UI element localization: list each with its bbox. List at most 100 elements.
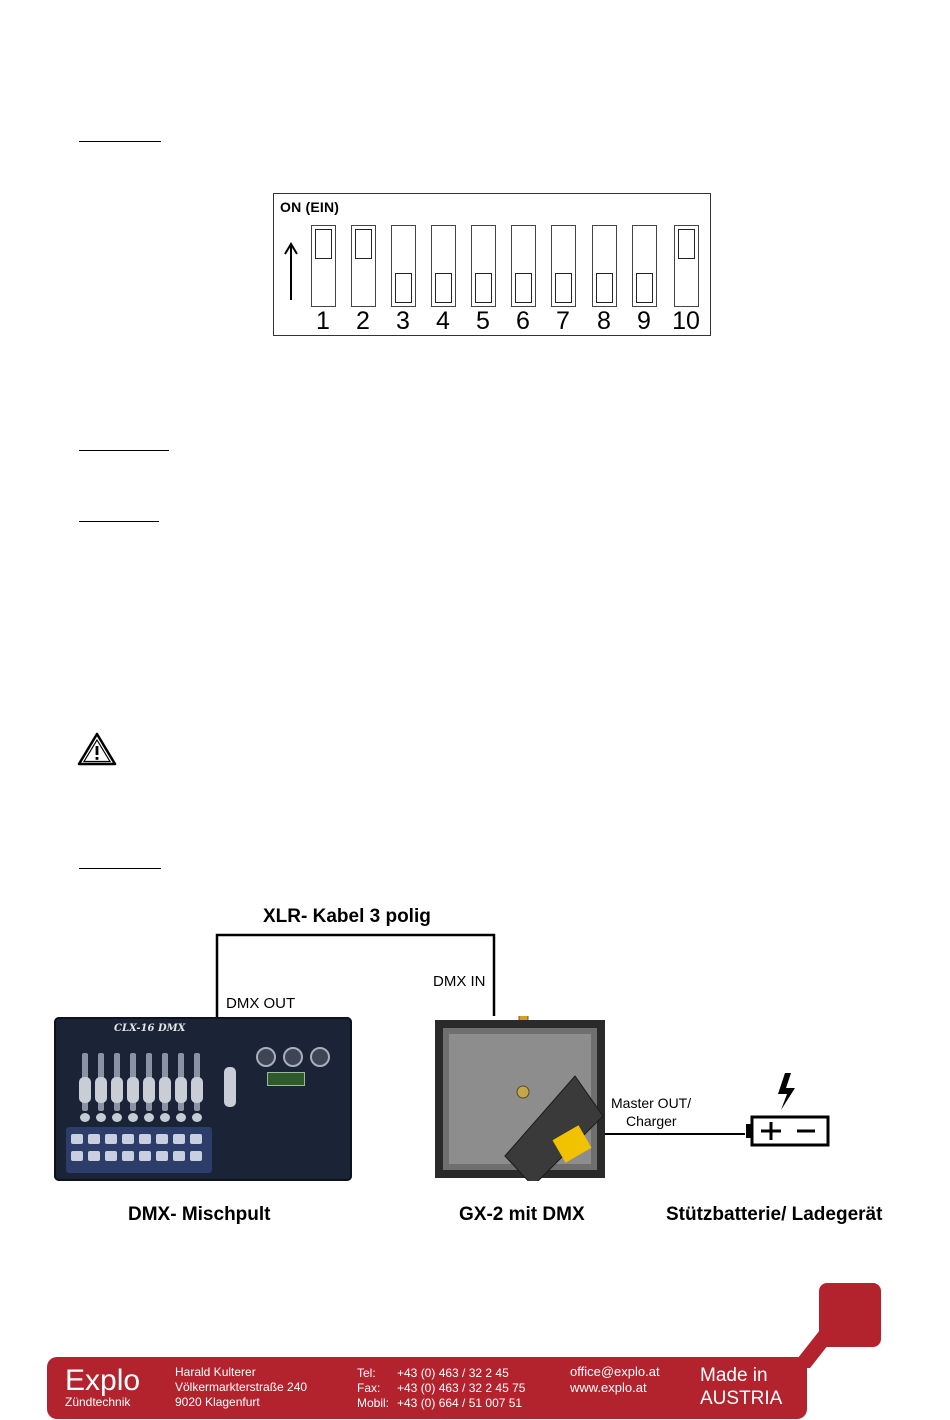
mixer-button: [192, 1113, 202, 1122]
gx2-device-image: [435, 1016, 605, 1181]
mixer-fader-cap: [175, 1077, 187, 1103]
dmx-out-label: DMX OUT: [226, 995, 296, 1012]
switch-number: 9: [637, 307, 651, 335]
mixer-button: [96, 1113, 106, 1122]
footer-website: www.explo.at: [570, 1380, 647, 1395]
footer-brand-sub: Zündtechnik: [65, 1395, 131, 1409]
mixer-pad: [190, 1134, 202, 1144]
mixer-pad: [173, 1134, 185, 1144]
dip-switch-4: [431, 225, 456, 307]
charger-label: Charger: [626, 1113, 677, 1129]
footer-bar: [47, 1357, 807, 1419]
mixer-pad: [156, 1134, 168, 1144]
footer-address-line: Völkermarkterstraße 240: [175, 1380, 308, 1394]
mixer-knob: [283, 1047, 303, 1067]
mixer-button: [176, 1113, 186, 1122]
mixer-pad: [190, 1151, 202, 1161]
caption-battery: Stützbatterie/ Ladegerät: [666, 1204, 883, 1225]
dmx-in-label: DMX IN: [433, 973, 486, 990]
up-arrow-icon: [284, 242, 298, 300]
mixer-fader-cap: [191, 1077, 203, 1103]
switch-number: 8: [597, 307, 611, 335]
mixer-brand: CLX-16 DMX: [114, 1023, 186, 1034]
mixer-pad: [122, 1151, 134, 1161]
caption-mixer: DMX- Mischpult: [128, 1204, 271, 1225]
footer-austria: AUSTRIA: [700, 1388, 783, 1409]
mixer-fader-cap: [95, 1077, 107, 1103]
switch-number: 4: [436, 307, 450, 335]
mixer-button: [160, 1113, 170, 1122]
on-label: ON (EIN): [280, 199, 340, 215]
mixer-button: [144, 1113, 154, 1122]
footer-phone-label: Mobil:: [357, 1396, 390, 1410]
dip-switch-8: [592, 225, 617, 307]
switch-knob: [395, 273, 412, 303]
mixer-master-fader: [224, 1067, 236, 1107]
footer-phone-value: +43 (0) 664 / 51 007 51: [397, 1396, 523, 1410]
footer-email: office@explo.at: [570, 1364, 660, 1379]
footer-phone-label: Tel:: [357, 1366, 376, 1380]
mixer-pad: [105, 1151, 117, 1161]
heading-rule-2: [79, 450, 169, 451]
switch-knob: [636, 273, 653, 303]
dip-switch-5: [471, 225, 496, 307]
dip-switch-7: [551, 225, 576, 307]
footer-brand: Explo: [65, 1364, 141, 1397]
heading-rule-3: [79, 521, 159, 522]
mixer-pad: [105, 1134, 117, 1144]
mixer-pad: [71, 1134, 83, 1144]
switch-knob: [475, 273, 492, 303]
switch-knob: [355, 229, 372, 259]
mixer-fader-cap: [79, 1077, 91, 1103]
footer-made-in: Made in: [700, 1365, 768, 1386]
tab-connector: [790, 1330, 840, 1368]
dip-switch-10: [674, 225, 699, 307]
switch-knob: [515, 273, 532, 303]
mixer-button: [112, 1113, 122, 1122]
cable-label: XLR- Kabel 3 polig: [263, 906, 431, 927]
mixer-fader-cap: [127, 1077, 139, 1103]
mixer-pad: [139, 1151, 151, 1161]
mixer-knob: [310, 1047, 330, 1067]
mixer-display: [267, 1072, 305, 1086]
dip-switch-6: [511, 225, 536, 307]
footer-phone-value: +43 (0) 463 / 32 2 45 75: [397, 1381, 526, 1395]
switch-number: 3: [396, 307, 410, 335]
footer-phone-value: +43 (0) 463 / 32 2 45: [397, 1366, 509, 1380]
master-out-label: Master OUT/: [611, 1095, 692, 1111]
mixer-fader-cap: [111, 1077, 123, 1103]
dip-switch-9: [632, 225, 657, 307]
switch-number: 2: [356, 307, 370, 335]
battery-charger-icon: [746, 1073, 830, 1147]
switch-number: 1: [316, 307, 330, 335]
warning-icon: [77, 732, 117, 766]
footer-phone-label: Fax:: [357, 1381, 381, 1395]
heading-rule-4: [79, 868, 161, 869]
dip-switch-3: [391, 225, 416, 307]
mixer-button: [80, 1113, 90, 1122]
mixer-pad: [173, 1151, 185, 1161]
mixer-pad: [139, 1134, 151, 1144]
switch-knob: [555, 273, 572, 303]
switch-number: 7: [556, 307, 570, 335]
switch-knob: [596, 273, 613, 303]
switch-knob: [435, 273, 452, 303]
dmx-mixer-image: CLX-16 DMX: [54, 1017, 352, 1181]
footer-address-line: 9020 Klagenfurt: [175, 1395, 260, 1409]
mixer-pad: [88, 1151, 100, 1161]
mixer-pad: [88, 1134, 100, 1144]
mixer-pad: [71, 1151, 83, 1161]
heading-rule-1: [79, 141, 161, 142]
mixer-knob: [256, 1047, 276, 1067]
dip-switch-2: [351, 225, 376, 307]
switch-number: 6: [516, 307, 530, 335]
mixer-button: [128, 1113, 138, 1122]
switch-number: 5: [476, 307, 490, 335]
footer-address-line: Harald Kulterer: [175, 1365, 256, 1379]
mixer-pad: [156, 1151, 168, 1161]
mixer-fader-cap: [143, 1077, 155, 1103]
switch-number: 10: [672, 307, 700, 335]
